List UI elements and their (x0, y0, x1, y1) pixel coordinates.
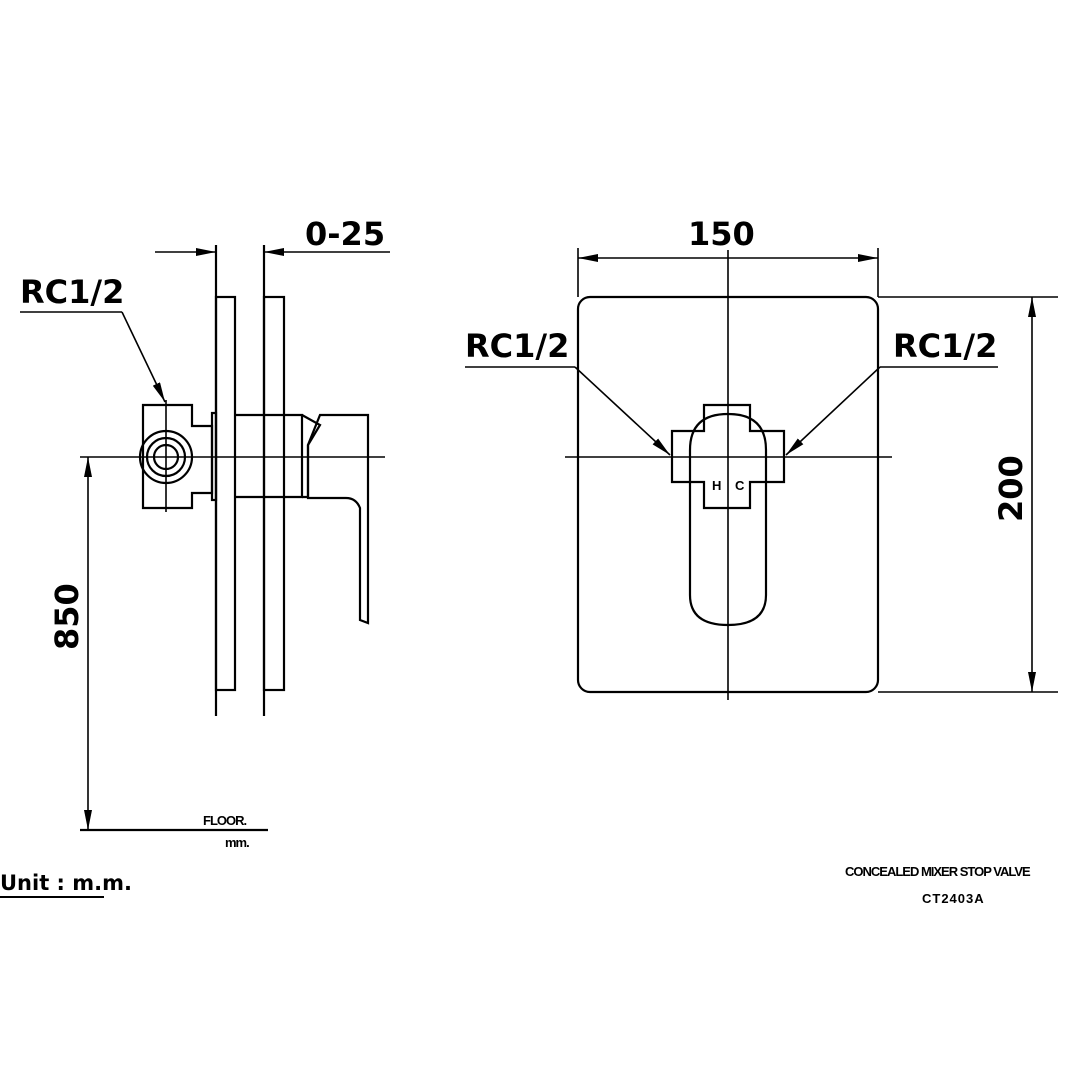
side-view: 0-25 RC1/2 850 FLOOR. mm. (20, 215, 390, 850)
leader-line (574, 366, 671, 456)
flange (210, 411, 218, 502)
height-dimension-front: 200 (992, 455, 1030, 522)
floor-unit: mm. (225, 835, 249, 850)
product-name: CONCEALED MIXER STOP VALVE (845, 864, 1031, 879)
leader-line (121, 311, 166, 403)
hot-mark: H (712, 478, 721, 493)
front-handle (688, 412, 768, 627)
connection-label: RC1/2 (20, 273, 124, 311)
front-view: H C 150 200 RC1/2 RC1/2 (465, 215, 1058, 700)
height-dimension: 850 (48, 583, 86, 650)
width-dimension: 150 (688, 215, 755, 253)
offset-dimension: 0-25 (305, 215, 385, 253)
valve-cartridge (670, 403, 786, 510)
side-handle (306, 413, 370, 625)
cold-mark: C (735, 478, 745, 493)
floor-label: FLOOR. (203, 813, 246, 828)
handle-collar (301, 414, 322, 499)
unit-label: Unit : m.m. (0, 871, 132, 895)
valve-spindle (235, 413, 304, 499)
cover-plate (262, 295, 286, 692)
left-connection-label: RC1/2 (465, 327, 569, 365)
model-number: CT2403A (922, 891, 985, 906)
right-connection-label: RC1/2 (893, 327, 997, 365)
cover-plate (214, 295, 237, 692)
leader-line (785, 366, 881, 456)
